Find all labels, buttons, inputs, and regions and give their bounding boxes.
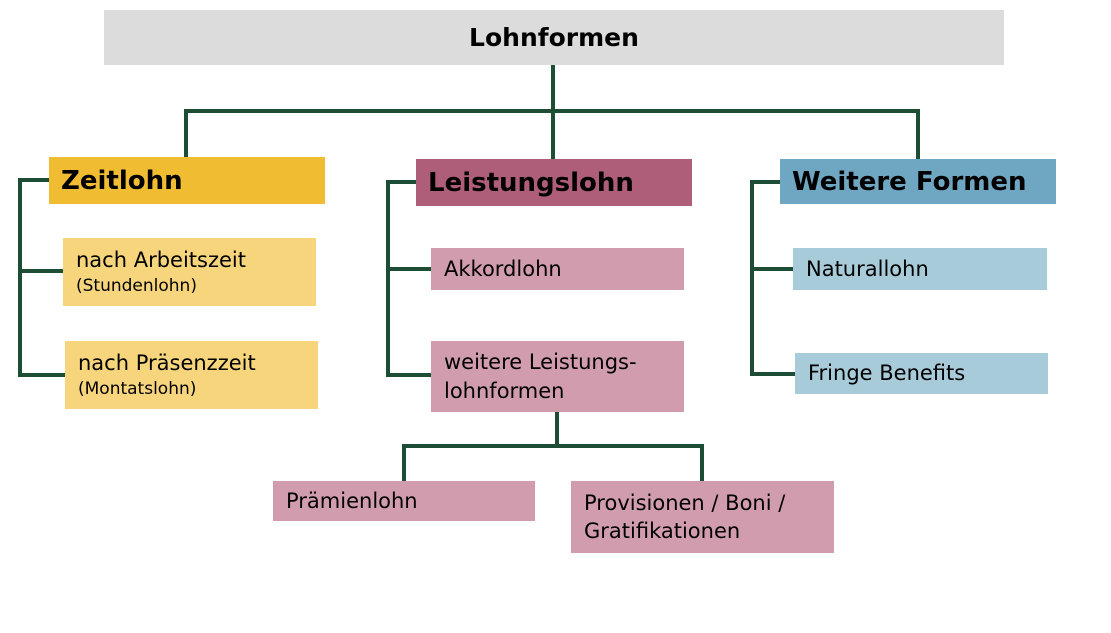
leistungslohn-header: Leistungslohn xyxy=(416,159,692,206)
connector-to-leistungslohn xyxy=(551,109,555,159)
connector-weitere-spine xyxy=(750,180,754,376)
root-label: Lohnformen xyxy=(469,23,639,52)
item-line1: Prämienlohn xyxy=(286,488,418,513)
item-line2: (Stundenlohn) xyxy=(76,275,197,296)
item-line2: (Montatslohn) xyxy=(78,378,197,399)
item-line1: Fringe Benefits xyxy=(808,361,966,386)
connector-leistungslohn-item2 xyxy=(386,373,432,377)
connector-to-praemienlohn xyxy=(402,444,406,481)
zeitlohn-title: Zeitlohn xyxy=(61,165,183,196)
weitere-formen-header: Weitere Formen xyxy=(780,159,1056,204)
item-line1: nach Arbeitszeit xyxy=(76,248,246,273)
item-line1: Akkordlohn xyxy=(444,256,562,281)
root-node: Lohnformen xyxy=(104,10,1004,65)
item-line1: Provisionen / Boni / xyxy=(584,490,786,515)
item-line2: lohnformen xyxy=(444,378,565,403)
connector-zeitlohn-head xyxy=(18,178,50,182)
connector-zeitlohn-item1 xyxy=(18,269,64,273)
weitere-formen-title: Weitere Formen xyxy=(792,166,1027,197)
connector-leistungslohn-item1 xyxy=(386,267,432,271)
connector-weitere-head xyxy=(750,180,782,184)
item-line1: nach Präsenzzeit xyxy=(78,351,256,376)
connector-to-weitere-formen xyxy=(916,109,920,159)
weitere-item-fringe-benefits: Fringe Benefits xyxy=(795,353,1048,394)
connector-to-provisionen xyxy=(700,444,704,481)
connector-weitere-item2 xyxy=(750,372,797,376)
item-line1: weitere Leistungs- xyxy=(444,350,637,375)
connector-zeitlohn-item2 xyxy=(18,373,66,377)
leistungslohn-item-akkordlohn: Akkordlohn xyxy=(431,248,684,290)
zeitlohn-item-praesenzzeit: nach Präsenzzeit (Montatslohn) xyxy=(65,341,318,409)
zeitlohn-header: Zeitlohn xyxy=(49,157,325,204)
connector-to-zeitlohn xyxy=(184,109,188,157)
leistungslohn-subitem-provisionen: Provisionen / Boni / Gratifikationen xyxy=(571,481,834,553)
leistungslohn-subitem-praemienlohn: Prämienlohn xyxy=(273,481,535,521)
zeitlohn-item-arbeitszeit: nach Arbeitszeit (Stundenlohn) xyxy=(63,238,316,306)
connector-root-down xyxy=(551,65,555,113)
connector-weitere-item1 xyxy=(750,267,795,271)
leistungslohn-title: Leistungslohn xyxy=(428,167,634,198)
leistungslohn-item-weitere: weitere Leistungs- lohnformen xyxy=(431,341,684,412)
connector-zeitlohn-spine xyxy=(18,178,22,377)
weitere-item-naturallohn: Naturallohn xyxy=(793,248,1047,290)
connector-leistungslohn-spine xyxy=(386,180,390,377)
connector-subtree-horizontal xyxy=(402,444,704,448)
item-line1: Naturallohn xyxy=(806,256,929,281)
item-line2: Gratifikationen xyxy=(584,519,741,543)
connector-leistungslohn-head xyxy=(386,180,418,184)
connector-subtree-down xyxy=(555,412,559,448)
